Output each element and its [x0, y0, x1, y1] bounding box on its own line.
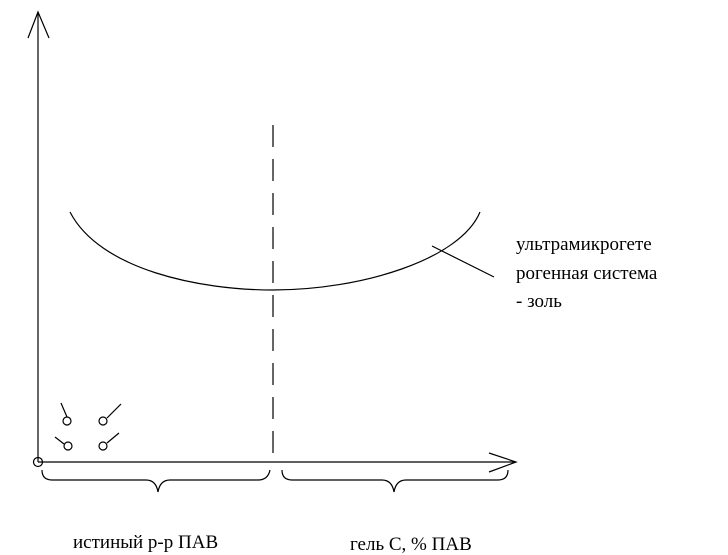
- y-axis-arrowhead: [27, 10, 50, 39]
- curve-label: ультрамикрогете рогенная система - золь: [516, 234, 662, 312]
- surfactant-molecule-icons: [54, 402, 122, 451]
- left-region-brace: [41, 469, 271, 493]
- curve-label-line-2: рогенная система: [516, 263, 658, 284]
- x-axis-arrowhead: [488, 452, 518, 473]
- curve-label-line-1: ультрамикрогете: [516, 234, 652, 255]
- region-right-label: гель С, % ПАВ: [350, 534, 472, 555]
- curve-label-line-3: - золь: [516, 291, 562, 312]
- right-region-brace: [281, 469, 509, 493]
- origin-marker: [32, 456, 44, 468]
- sol-curve: [69, 211, 481, 291]
- label-pointer-line: [431, 245, 495, 278]
- region-left-label: истиный р-р ПАВ: [73, 532, 218, 553]
